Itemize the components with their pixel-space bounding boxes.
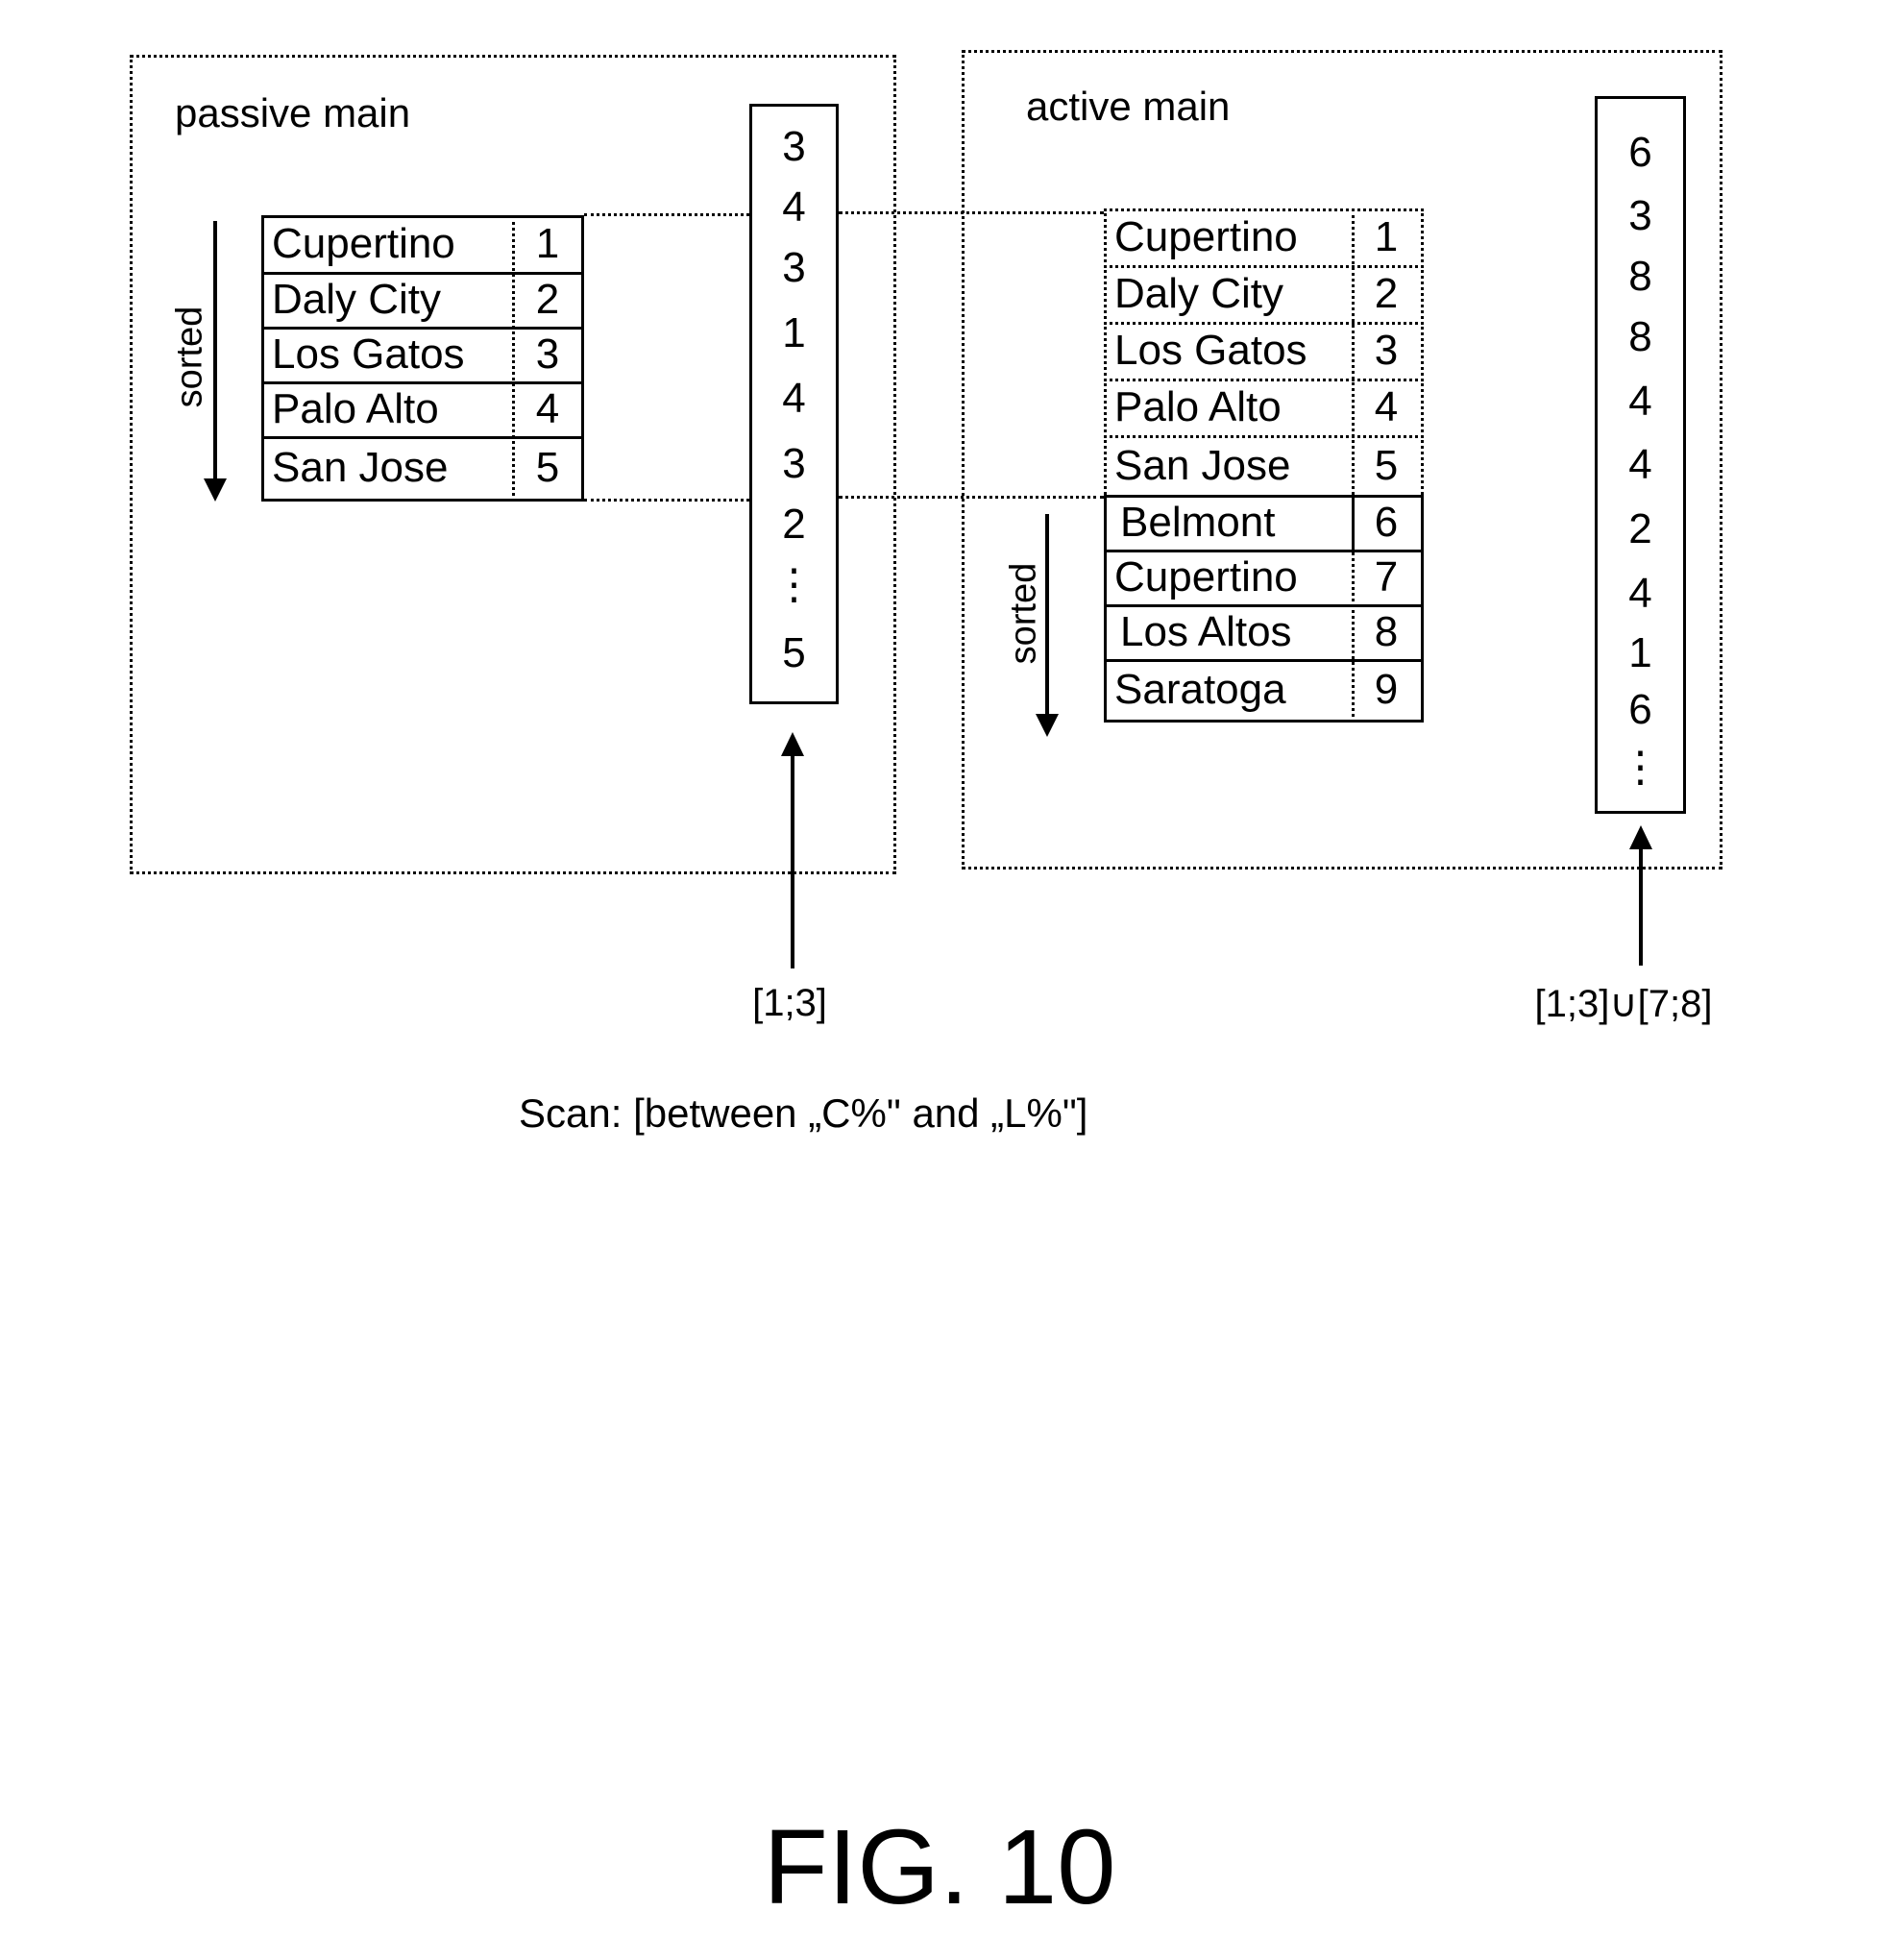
passive-sorted-arrow bbox=[204, 221, 227, 502]
scan-predicate-text: Scan: [between „C%" and „L%"] bbox=[519, 1090, 1087, 1137]
figure-label: FIG. 10 bbox=[764, 1806, 1116, 1928]
active-sorted-arrow bbox=[1036, 514, 1059, 737]
active-range-label: [1;3]∪[7;8] bbox=[1535, 982, 1713, 1026]
passive-range-arrow bbox=[781, 732, 804, 968]
passive-range-label: [1;3] bbox=[752, 982, 827, 1025]
active-range-arrow bbox=[1629, 825, 1652, 966]
